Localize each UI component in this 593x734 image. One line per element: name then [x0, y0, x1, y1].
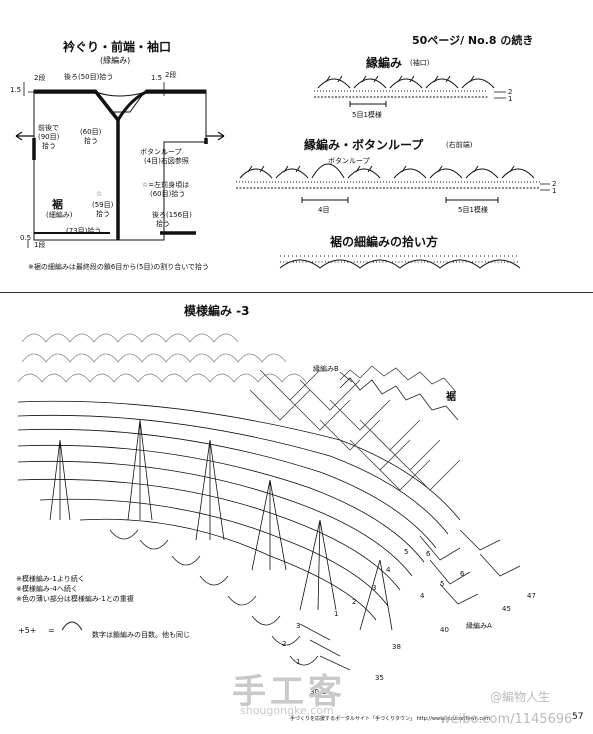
inner-num: 1 [334, 610, 339, 618]
continued-header: 50ページ/ No.8 の続き [412, 34, 534, 47]
edging-repeat: 5目1模様 [352, 111, 382, 119]
lace-pattern-chart [17, 333, 521, 671]
legend-symbol: +5+ [18, 626, 37, 635]
edging-row-2: 2 [508, 88, 513, 96]
label-star-59-2: (59目) [92, 201, 114, 209]
label-front-neck-3: 拾う [42, 142, 56, 150]
inner-num: 6 [426, 550, 431, 558]
inner-num: 2 [282, 640, 287, 648]
label-edging-b: 縁編みB [313, 365, 339, 373]
button-row-2: 2 [552, 180, 557, 188]
label-edging-a: 縁編みA [466, 622, 492, 630]
label-front-73: (73目)拾う [66, 227, 102, 235]
label-star-59-3: 拾う [96, 210, 110, 218]
inner-num: 4 [386, 566, 391, 574]
label-front-neck-1: 前後で [38, 124, 59, 132]
inner-num: 3 [372, 584, 377, 592]
button-4-label: 4目 [318, 206, 330, 214]
garment-schematic [15, 82, 225, 248]
row-35: 35 [375, 674, 384, 682]
row-38: 38 [392, 643, 401, 651]
inner-num: 2 [352, 598, 357, 606]
label-back-156-2: 拾う [156, 220, 170, 228]
shougongke-url: shougongke.com [240, 704, 334, 717]
label-sleeve-2: 拾う [84, 137, 98, 145]
inner-num: 3 [296, 622, 301, 630]
row-30: 30 [310, 688, 319, 696]
pattern-title: 模様編み -3 [184, 304, 250, 318]
schematic-title: 衿ぐり・前端・袖口 [63, 40, 172, 54]
edging-button-chart [236, 163, 550, 203]
label-m05: 0.5 [20, 234, 32, 242]
note-3: ※色の薄い部分は模様編み-1との重複 [16, 595, 134, 603]
weibo-url: weibo.com/1145696 [440, 712, 573, 727]
label-m15-left: 1.5 [10, 86, 22, 94]
button-edging-subtitle: (右前端) [446, 141, 473, 149]
row-31: 31 [322, 688, 331, 696]
edging-subtitle: (袖口) [410, 59, 430, 67]
label-back-156-1: 後ろ(156目) [152, 211, 192, 219]
button-row-1: 1 [552, 187, 557, 195]
schematic-subtitle: (縁編み) [100, 56, 131, 65]
inner-num: 5 [404, 548, 409, 556]
section-divider [0, 292, 593, 293]
inner-num: 6 [460, 570, 465, 578]
edging-row-1: 1 [508, 95, 513, 103]
label-pattern-hem: 裾 [446, 392, 456, 403]
note-2: ※模様編み-4へ続く [16, 585, 78, 593]
legend-equals: = [48, 626, 55, 635]
button-repeat-label: 5目1模様 [458, 206, 488, 214]
label-m2-left: 2段 [34, 74, 46, 82]
note-1: ※模様編み-1より続く [16, 575, 85, 583]
label-button-loop-2: (4目)右図参照 [144, 157, 189, 165]
row-45: 45 [502, 605, 511, 613]
hem-pickup-title: 裾の細編みの拾い方 [330, 235, 439, 249]
label-hem: 裾 [52, 198, 63, 211]
page-number: 57 [572, 712, 584, 722]
row-47: 47 [527, 592, 536, 600]
inner-num: 5 [440, 580, 445, 588]
label-star-note-1: ☆=左前身頃は [142, 181, 190, 189]
edging-sleeve-chart [314, 75, 506, 107]
inner-num: 4 [420, 592, 425, 600]
footer-text: 手づくりを応援するポータルサイト「手づくりタウン」 http://www.tez… [290, 716, 491, 722]
label-m2-right: 2段 [165, 71, 177, 79]
label-star-note-2: (60目)拾う [150, 190, 186, 198]
label-star-59-1: ☆ [96, 190, 103, 198]
schematic-note: ※裾の細編みは最終段の鎖6目から(5目)の割り合いで拾う [28, 263, 210, 271]
hem-pickup-chart [279, 255, 521, 269]
label-m15-right: 1.5 [151, 74, 163, 82]
shougongke-logo: 手工客 [232, 672, 346, 712]
label-sleeve-1: (60目) [80, 128, 102, 136]
row-40: 40 [440, 626, 449, 634]
label-back-pick: 後ろ(50目)拾う [64, 73, 114, 81]
button-loop-label: ボタンループ [328, 157, 370, 165]
label-m1: 1段 [34, 241, 46, 249]
edging-title: 縁編み [366, 56, 403, 70]
weibo-handle: @編物人生 [490, 690, 551, 704]
label-button-loop-1: ボタンループ [140, 148, 182, 156]
label-front-neck-2: (90目) [38, 133, 60, 141]
label-hem-sub: (細編み) [46, 211, 73, 219]
legend-note: 数字は鎖編みの目数。他も同じ [92, 631, 190, 639]
inner-num: 1 [296, 658, 301, 666]
button-edging-title: 縁編み・ボタンループ [304, 138, 424, 152]
